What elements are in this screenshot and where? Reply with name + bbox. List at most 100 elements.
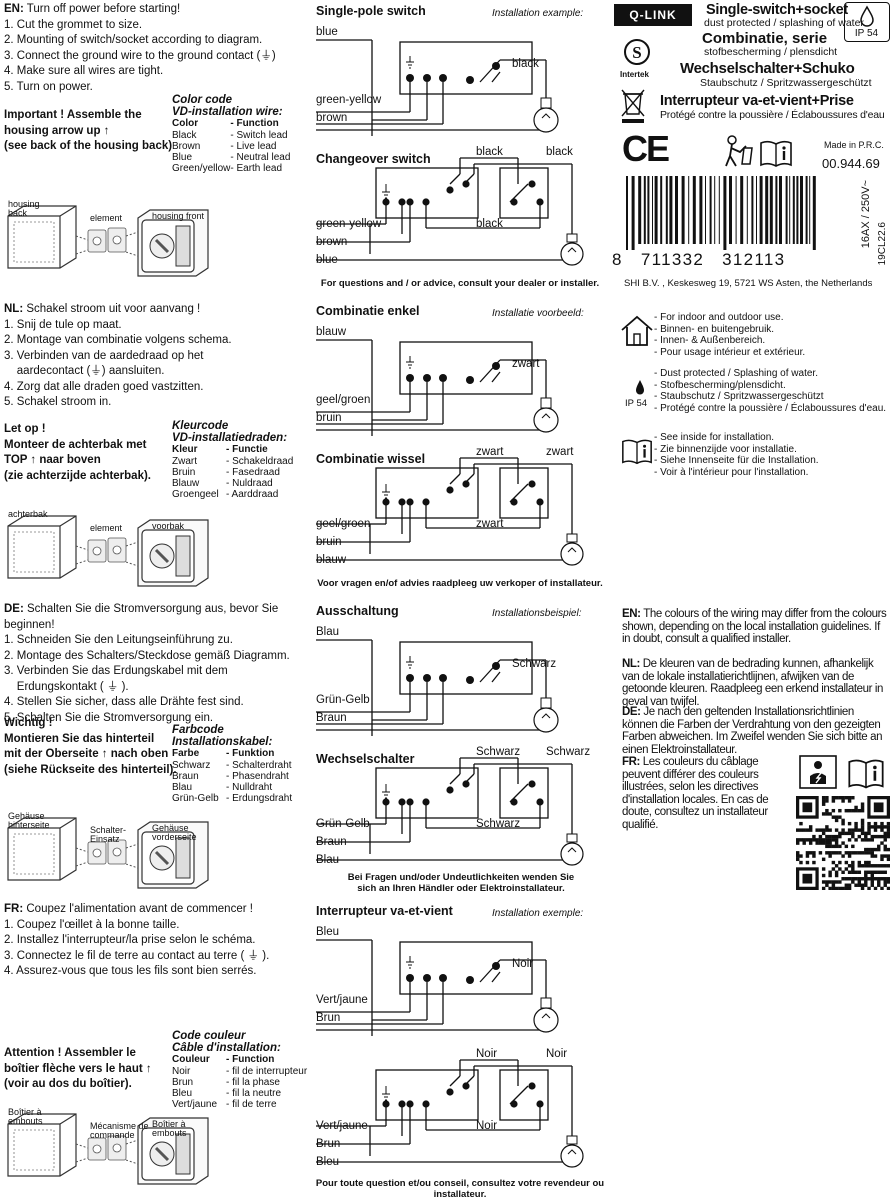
wire-label: Brun: [316, 1138, 341, 1150]
color-code-title: Kleurcode: [172, 420, 229, 432]
color-function: - Schakeldraad: [226, 455, 294, 467]
function-header: - Functie: [226, 444, 268, 455]
color-function: - fil de terre: [226, 1098, 277, 1110]
color-code-row: Black- Switch lead: [172, 130, 290, 141]
color-function: - Schalterdraht: [226, 759, 292, 771]
wire-label: brown: [316, 236, 348, 248]
housing-label: Boîtier à embouts: [8, 1107, 43, 1126]
color-code-subtitle: VD-installation wire:: [172, 106, 283, 118]
important-line: housing arrow up ↑: [4, 124, 110, 137]
wire-label: brown: [316, 112, 348, 124]
wiring-diagram-changeover: [316, 157, 584, 266]
color-code-table: Code couleur Câble d'installation: Coule…: [172, 1030, 322, 1110]
instruction-step: 4. Zorg dat alle draden goed vastzitten.: [4, 380, 204, 393]
wire-label: zwart: [546, 446, 574, 458]
color-name: Blauw: [172, 477, 200, 489]
svg-text:S: S: [632, 43, 641, 62]
instruction-step: 5. Schakel stroom in.: [4, 396, 112, 408]
color-header: Farbe: [172, 748, 200, 759]
color-function: - Earth lead: [230, 162, 283, 174]
barcode: [626, 176, 816, 250]
light-bulb-icon: [533, 697, 559, 733]
color-function: - Nuldraad: [226, 477, 273, 489]
important-line: (zie achterzijde achterbak).: [4, 469, 151, 482]
feature-inside-2: - Zie binnenzijde voor installatie.: [654, 443, 797, 455]
instruction-step: 1. Coupez l'œillet à la bonne taille.: [4, 918, 180, 931]
wire-label: zwart: [476, 518, 504, 530]
warnings-panel: EN: The colours of the wiring may differ…: [0, 600, 894, 900]
instructions-heading: EN: Turn off power before starting!: [4, 2, 304, 18]
color-code-row: Brun- fil la phase: [172, 1077, 307, 1088]
housing-illustration: Boîtier à embouts Mécanisme de commande …: [4, 1104, 209, 1194]
instructions-fr: FR: Coupez l'alimentation avant de comme…: [4, 902, 304, 980]
qr-code[interactable]: [796, 796, 890, 890]
wire-label: blauw: [316, 326, 347, 338]
instructions-warning: Schakel stroom uit voor aanvang !: [23, 303, 201, 315]
color-function: - Phasendraht: [226, 770, 289, 782]
wire-label: Braun: [316, 836, 347, 848]
warning-nl: NL: De kleuren van de bedrading kunnen, …: [622, 658, 883, 708]
ce-mark: CE: [622, 128, 670, 169]
color-header: Kleur: [172, 444, 198, 455]
wire-label: Vert/jaune: [316, 994, 368, 1006]
color-code-title: Color code: [172, 94, 233, 106]
feature-ip-3: - Staubschutz / Spritzwassergeschützt: [654, 391, 824, 402]
section-en: EN: Turn off power before starting! 1. C…: [0, 0, 894, 300]
barcode-number: 8 711332 312113: [612, 250, 786, 269]
warning-en: EN: The colours of the wiring may differ…: [622, 608, 887, 645]
important-line: Let op !: [4, 423, 46, 435]
important-line: (voir au dos du boîtier).: [4, 1078, 132, 1090]
section-nl: NL: Schakel stroom uit voor aanvang ! 1.…: [0, 300, 894, 600]
color-name: Blue: [172, 151, 193, 163]
wire-label: Bleu: [316, 1156, 340, 1168]
wire-label: Bleu: [316, 926, 340, 938]
instructions-warning: Coupez l'alimentation avant de commencer…: [23, 903, 253, 915]
feature-inside-1: - See inside for installation.: [654, 432, 775, 443]
diagram-title: Ausschaltung: [316, 604, 399, 618]
wire-label: Blau: [316, 854, 340, 866]
info-book-icon: [848, 759, 884, 789]
color-code-row: Blau- Nulldraht: [172, 782, 292, 793]
instructions-en: EN: Turn off power before starting! 1. C…: [4, 2, 304, 95]
instruction-step: 1. Snij de tule op maat.: [4, 318, 122, 331]
instruction-step: 5. Turn on power.: [4, 80, 93, 93]
color-code-row: Bleu- fil la neutre: [172, 1088, 307, 1099]
warning-de: DE: Je nach den geltenden Installationsr…: [622, 706, 883, 756]
electrician-icon: [799, 755, 837, 789]
function-header: - Funktion: [226, 748, 275, 759]
info-book-icon: [622, 439, 652, 465]
housing-assembly-illustration: [7, 817, 209, 889]
important-line: (siehe Rückseite des hinterteil).: [4, 763, 177, 776]
housing-label: housing back: [8, 199, 40, 218]
wire-label: Brun: [316, 1012, 341, 1024]
color-name: Bruin: [172, 466, 196, 478]
color-code-row: Zwart- Schakeldraad: [172, 456, 293, 467]
function-header: - Function: [230, 118, 279, 129]
color-code-row: Groengeel- Aarddraad: [172, 489, 293, 500]
color-name: Braun: [172, 770, 199, 782]
color-function: - Live lead: [230, 140, 277, 152]
wire-label: Grün-Gelb: [316, 818, 370, 830]
nl-title: Combinatie, serie: [702, 30, 828, 47]
color-code-title: Code couleur: [172, 1030, 246, 1042]
instructions-heading: NL: Schakel stroom uit voor aanvang !: [4, 302, 304, 318]
intertek-s-icon: S: [624, 39, 650, 65]
color-code-table: Color code VD-installation wire: Color- …: [172, 94, 322, 174]
advice-note: For questions and / or advice, consult y…: [320, 278, 600, 289]
lang-code: FR:: [4, 903, 24, 915]
diagram-title: Interrupteur va-et-vient: [316, 904, 453, 918]
color-code-row: Vert/jaune- fil de terre: [172, 1099, 307, 1110]
color-code-title: Farbcode: [172, 724, 224, 736]
company-address: SHI B.V. , Keskesweg 19, 5721 WS Asten, …: [624, 278, 873, 289]
feature-indoor-2: - Binnen- en buitengebruik.: [654, 323, 775, 335]
rating-vertical: 16AX / 250V~: [860, 180, 872, 249]
wire-label: geel/groen: [316, 394, 371, 406]
color-code-row: Brown- Live lead: [172, 141, 290, 152]
diagram-title: Combinatie enkel: [316, 304, 420, 318]
light-bulb-icon: [560, 833, 584, 866]
color-name: Groengeel: [172, 488, 219, 500]
color-code-table: Farbcode Installationskabel: Farbe- Funk…: [172, 724, 322, 804]
